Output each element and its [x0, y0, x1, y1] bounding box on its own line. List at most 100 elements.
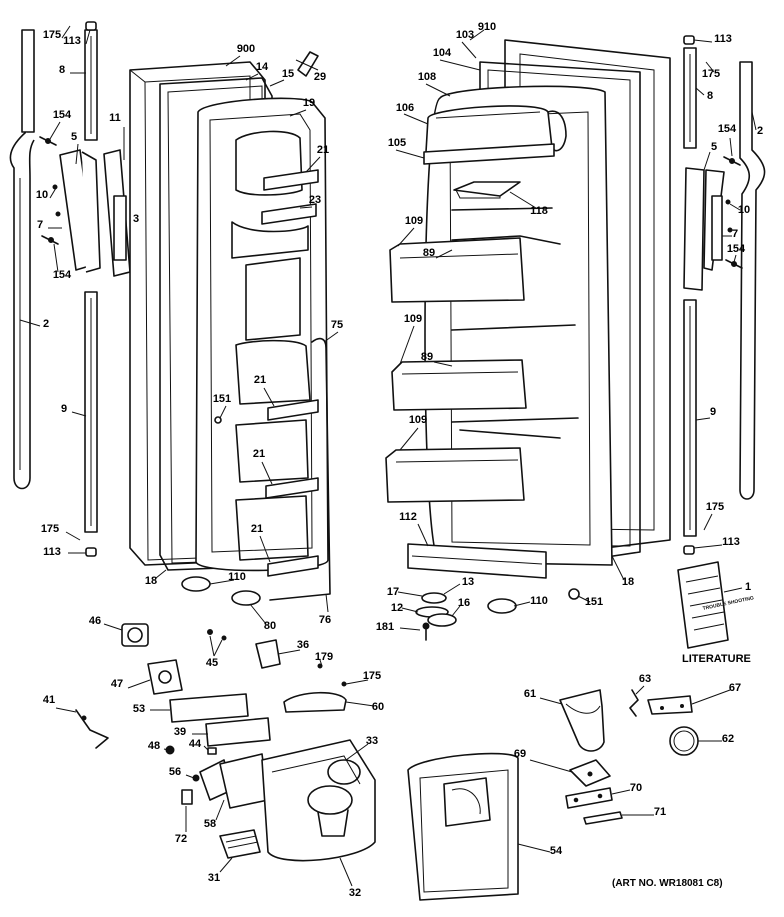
callout-900: 900 [237, 43, 255, 55]
callout-110: 110 [530, 595, 548, 607]
fresh-food-trim-strip-9 [683, 299, 697, 537]
freezer-door-gasket-strip-2 [9, 29, 35, 490]
callout-58: 58 [204, 818, 216, 830]
callout-41: 41 [43, 694, 55, 706]
callout-113: 113 [722, 536, 740, 548]
callout-21: 21 [251, 523, 263, 535]
callout-112: 112 [399, 511, 417, 523]
freezer-door-shelf-rails [231, 130, 319, 577]
callout-8: 8 [59, 64, 65, 76]
door-bins-109 [385, 237, 527, 503]
bottom-trim-112 [407, 543, 547, 579]
fresh-food-caps [85, 21, 695, 557]
callout-21: 21 [253, 448, 265, 460]
callout-69: 69 [514, 748, 526, 760]
callout-113: 113 [43, 546, 61, 558]
callout-113: 113 [714, 33, 732, 45]
callout-62: 62 [722, 733, 734, 745]
ice-chute-grille-31 [219, 829, 261, 859]
callout-89: 89 [423, 247, 435, 259]
callout-54: 54 [550, 845, 563, 857]
callout-175: 175 [43, 29, 61, 41]
callout-63: 63 [639, 673, 651, 685]
callout-10: 10 [36, 189, 48, 201]
callout-9: 9 [710, 406, 716, 418]
callout-151: 151 [213, 393, 231, 405]
callout-154: 154 [727, 243, 746, 255]
callout-32: 32 [349, 887, 361, 899]
fresh-food-gasket-strip-2 [739, 61, 766, 500]
callout-46: 46 [89, 615, 101, 627]
callout-154: 154 [718, 123, 737, 135]
callout-175: 175 [706, 501, 724, 513]
fresh-food-small-parts [415, 588, 580, 641]
dispenser-parts [75, 623, 347, 809]
callout-21: 21 [317, 144, 329, 156]
callout-60: 60 [372, 701, 384, 713]
fresh-food-shelf-rails-89 [451, 207, 579, 439]
freezer-small-parts [181, 51, 319, 606]
callout-2: 2 [757, 125, 763, 137]
dairy-shelf-105 [423, 143, 555, 165]
callout-39: 39 [174, 726, 186, 738]
callout-36: 36 [297, 639, 309, 651]
callout-53: 53 [133, 703, 145, 715]
callout-48: 48 [148, 740, 160, 752]
callout-15: 15 [282, 68, 294, 80]
callout-80: 80 [264, 620, 276, 632]
callout-61: 61 [524, 688, 536, 700]
callout-9: 9 [61, 403, 67, 415]
callout-31: 31 [208, 872, 220, 884]
actuator-69 [569, 759, 611, 787]
callout-5: 5 [711, 141, 717, 153]
seal-ring-62 [669, 726, 699, 756]
callout-71: 71 [654, 806, 666, 818]
callout-105: 105 [388, 137, 406, 149]
callout-154: 154 [53, 269, 72, 281]
callout-75: 75 [331, 319, 343, 331]
callout-109: 109 [409, 414, 427, 426]
callout-175: 175 [41, 523, 59, 535]
callout-103: 103 [456, 29, 474, 41]
callout-70: 70 [630, 782, 642, 794]
callout-109: 109 [404, 313, 422, 325]
pin-71 [583, 811, 623, 825]
callout-18: 18 [622, 576, 634, 588]
callout-18: 18 [145, 575, 157, 587]
dispenser-housing-54 [407, 752, 519, 901]
lever-70 [565, 787, 613, 809]
art-number: (ART NO. WR18081 C8) [612, 878, 723, 889]
callout-1: 1 [745, 581, 751, 593]
callout-21: 21 [254, 374, 266, 386]
callout-109: 109 [405, 215, 423, 227]
callout-179: 179 [315, 651, 333, 663]
literature-label: LITERATURE [682, 653, 751, 665]
callout-7: 7 [732, 228, 738, 240]
freezer-trim-strip-8 [84, 29, 98, 141]
callout-56: 56 [169, 766, 181, 778]
door-shelf-118 [453, 181, 521, 199]
callout-76: 76 [319, 614, 331, 626]
callout-106: 106 [396, 102, 414, 114]
callout-10: 10 [738, 204, 750, 216]
callout-19: 19 [303, 97, 315, 109]
callout-8: 8 [707, 90, 713, 102]
freezer-trim-strip-9 [84, 291, 98, 533]
fresh-food-handle-assembly [683, 156, 743, 291]
callout-12: 12 [391, 602, 403, 614]
callout-33: 33 [366, 735, 378, 747]
callout-104: 104 [433, 47, 452, 59]
callout-910: 910 [478, 21, 496, 33]
callout-108: 108 [418, 71, 436, 83]
callout-151: 151 [585, 596, 603, 608]
spring-63 [629, 689, 639, 717]
leader-lines [19, 25, 757, 887]
callout-89: 89 [421, 351, 433, 363]
funnel-61 [559, 689, 605, 752]
callout-175: 175 [702, 68, 720, 80]
callout-5: 5 [71, 131, 77, 143]
callout-11: 11 [109, 112, 121, 124]
callout-175: 175 [363, 670, 381, 682]
